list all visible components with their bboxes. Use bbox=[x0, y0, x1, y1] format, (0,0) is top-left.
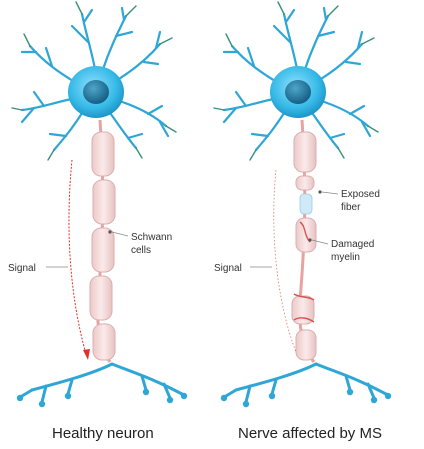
caption-healthy: Healthy neuron bbox=[52, 425, 154, 442]
caption-ms: Nerve affected by MS bbox=[238, 425, 382, 442]
exposed-label-line1: Exposed bbox=[341, 189, 380, 200]
myelin-sheath bbox=[292, 132, 316, 360]
schwann-label-line2: cells bbox=[131, 245, 151, 256]
ms-neuron: Signal Exposed fiber Damaged myelin bbox=[214, 2, 391, 407]
damaged-label-line2: myelin bbox=[331, 252, 360, 263]
signal-label: Signal bbox=[8, 263, 36, 274]
damaged-label-line1: Damaged bbox=[331, 239, 374, 250]
exposed-label-line2: fiber bbox=[341, 202, 361, 213]
signal-arrow bbox=[274, 170, 296, 352]
signal-label: Signal bbox=[214, 263, 242, 274]
exposed-fiber bbox=[300, 194, 312, 214]
schwann-label-line1: Schwann bbox=[131, 232, 172, 243]
nucleus-icon bbox=[83, 80, 109, 104]
axon-terminal-icon bbox=[221, 364, 391, 407]
signal-arrow bbox=[69, 160, 86, 354]
axon-terminal-icon bbox=[17, 364, 187, 407]
nucleus-icon bbox=[285, 80, 311, 104]
myelin-sheath bbox=[90, 132, 115, 360]
healthy-neuron: Signal Schwann cells bbox=[8, 2, 187, 407]
